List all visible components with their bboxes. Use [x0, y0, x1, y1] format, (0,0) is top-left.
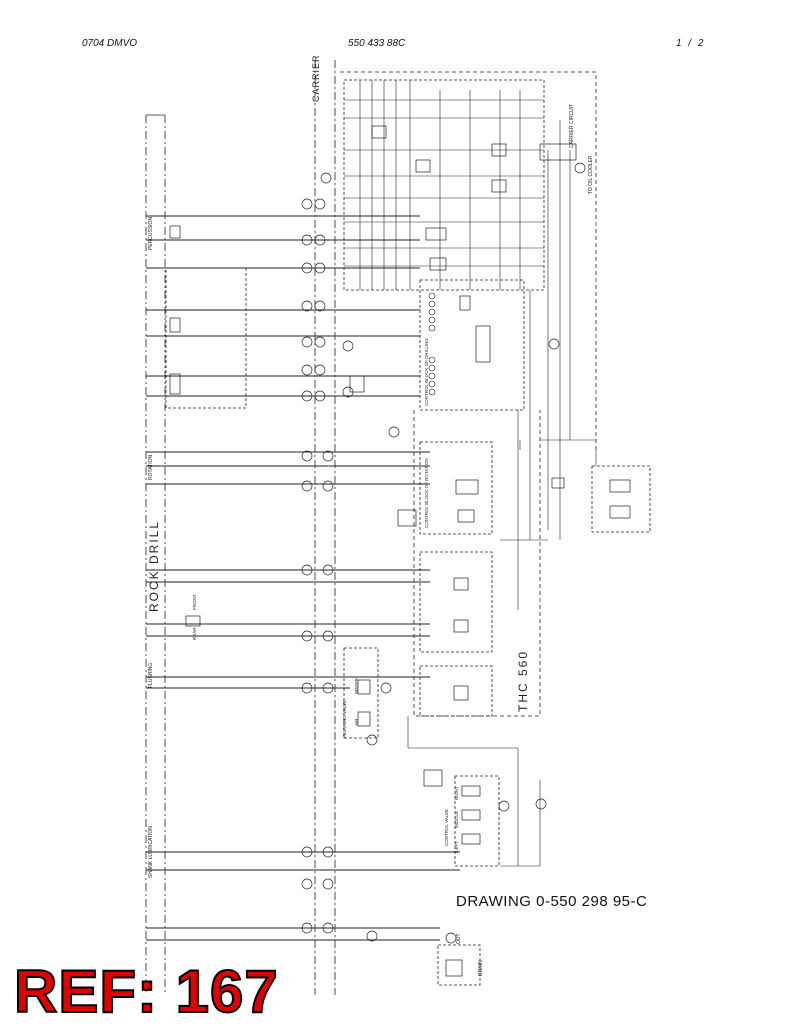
- rock-drill-label: ROCK DRILL: [147, 520, 161, 612]
- thc-label: THC 560: [516, 650, 530, 712]
- carrier-label: CARRIER: [311, 54, 321, 102]
- carrier-circuit-label: CARRIER CIRCUIT: [569, 104, 575, 148]
- drain-label: DRAIN: [478, 960, 484, 976]
- header-page-number: 1 / 2: [676, 38, 706, 49]
- control-valve-label: CONTROL VALVE: [444, 809, 449, 846]
- rear-label: REAR: [192, 627, 197, 640]
- control-block-rotation-label: CONTROL BLOCK OF ROTATION: [424, 458, 429, 528]
- flushing-label: FLUSHING: [148, 663, 154, 688]
- header-left-code: 0704 DMVO: [82, 38, 138, 49]
- middle-label: MIDDLE: [454, 811, 459, 828]
- reference-label: REF: 167: [13, 958, 279, 1025]
- water-label: WATER: [354, 678, 359, 694]
- right-label: RIGHT: [454, 786, 459, 800]
- header-part-number: 550 433 88C: [348, 38, 406, 49]
- drawing-number: DRAWING 0-550 298 95-C: [456, 893, 648, 910]
- rotation-label: ROTATION: [148, 455, 154, 480]
- control-block-drilling-label: CONTROL BLOCK OF DRILLING: [424, 338, 429, 406]
- to-oil-cooler-label: TO OIL COOLER: [588, 155, 594, 194]
- out-label: OUT: [456, 933, 462, 944]
- shank-lubrication-label: SHANK LUBRICATION: [148, 826, 154, 878]
- percussion-label: PERCUSSION: [148, 217, 154, 250]
- left-label: LEFT: [454, 841, 459, 852]
- air-label: AIR: [354, 718, 359, 726]
- front-label: FRONT: [192, 594, 197, 610]
- flushing-valve-label: FLUSHING VALVE: [342, 700, 347, 738]
